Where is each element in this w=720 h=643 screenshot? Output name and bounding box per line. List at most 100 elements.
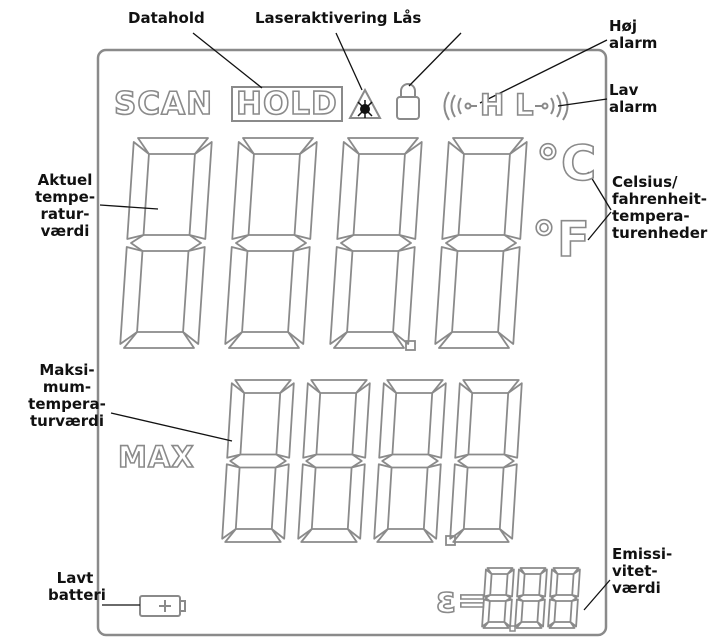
segment-g <box>550 594 578 602</box>
max-temperature-digits <box>221 379 523 543</box>
low-alarm-letter: L <box>514 87 535 123</box>
segment-d <box>376 528 434 543</box>
segment-f <box>454 382 474 459</box>
epsilon-label: ε= <box>435 579 489 622</box>
segment-d <box>333 331 405 349</box>
segment-e <box>449 463 469 540</box>
segment-b <box>538 568 548 598</box>
callout-laser-lock: Laseraktivering Lås <box>255 9 422 27</box>
max-digit-2 <box>297 379 371 543</box>
low-alarm-icon <box>535 91 569 121</box>
segment-b <box>427 382 447 459</box>
segment-c <box>287 246 311 345</box>
segment-d <box>452 528 510 543</box>
segment-g <box>517 594 545 602</box>
segment-b <box>351 382 371 459</box>
battery-icon <box>139 595 186 617</box>
segment-e <box>119 246 144 345</box>
high-alarm-icon <box>443 91 477 121</box>
max-decimal-point <box>445 535 456 546</box>
segment-c <box>182 246 206 345</box>
max-digit-3 <box>373 379 447 543</box>
segment-e <box>297 463 317 540</box>
segment-d <box>123 331 195 349</box>
max-label: MAX <box>117 439 195 475</box>
emissivity-digit-1 <box>481 567 515 629</box>
segment-f <box>378 382 398 459</box>
lock-icon <box>396 83 420 120</box>
segment-f <box>441 141 465 240</box>
laser-icon <box>348 87 382 119</box>
segment-b <box>571 568 581 598</box>
segment-e <box>514 598 524 628</box>
lcd-frame <box>96 48 608 637</box>
segment-d <box>228 331 300 349</box>
callout-low-alarm: Lav alarm <box>609 81 658 116</box>
segment-b <box>188 141 213 240</box>
segment-f <box>126 141 150 240</box>
segment-e <box>373 463 393 540</box>
main-digit-2 <box>224 137 318 349</box>
segment-b <box>293 141 318 240</box>
segment-e <box>329 246 354 345</box>
emissivity-decimal-point <box>509 625 516 632</box>
segment-f <box>226 382 246 459</box>
max-digit-4 <box>449 379 523 543</box>
emissivity-digit-2 <box>514 567 548 629</box>
segment-f <box>231 141 255 240</box>
hold-box <box>231 86 343 122</box>
segment-g <box>381 453 439 469</box>
segment-f <box>336 141 360 240</box>
segment-e <box>547 598 557 628</box>
hold-label: HOLD <box>235 85 338 123</box>
emissivity-digits <box>481 567 581 629</box>
max-digit-1 <box>221 379 295 543</box>
leader-lines <box>99 32 612 611</box>
segment-c <box>346 463 366 540</box>
segment-g <box>445 234 517 252</box>
segment-g <box>340 234 412 252</box>
segment-f <box>302 382 322 459</box>
segment-c <box>422 463 442 540</box>
segment-c <box>497 246 521 345</box>
segment-d <box>300 528 358 543</box>
high-alarm-letter: H <box>479 87 506 123</box>
segment-g <box>235 234 307 252</box>
callout-current-temperature: Aktuel tempe- ratur- værdi <box>34 171 96 240</box>
segment-f <box>516 568 526 598</box>
main-digit-3 <box>329 137 423 349</box>
callout-units: Celsius/ fahrenheit- tempera- turenheder <box>612 173 708 242</box>
segment-g <box>130 234 202 252</box>
emissivity-digit-3 <box>547 567 581 629</box>
segment-g <box>305 453 363 469</box>
callout-emissivity: Emissi- vitet- værdi <box>612 545 673 597</box>
fahrenheit-unit: °F <box>531 211 591 269</box>
segment-d <box>224 528 282 543</box>
segment-b <box>503 382 523 459</box>
callout-max-temperature: Maksi- mum- tempera- turværdi <box>28 361 106 430</box>
main-digit-1 <box>119 137 213 349</box>
segment-c <box>270 463 290 540</box>
segment-g <box>457 453 515 469</box>
segment-d <box>438 331 510 349</box>
callout-high-alarm: Høj alarm <box>609 17 658 52</box>
main-temperature-digits <box>119 137 528 349</box>
segment-e <box>224 246 249 345</box>
segment-b <box>503 141 528 240</box>
segment-b <box>275 382 295 459</box>
segment-f <box>549 568 559 598</box>
callout-low-battery: Lavt batteri <box>48 569 106 604</box>
segment-b <box>398 141 423 240</box>
scan-label: SCAN <box>113 85 214 123</box>
segment-c <box>392 246 416 345</box>
main-decimal-point <box>405 340 416 351</box>
celsius-unit: °C <box>535 135 598 193</box>
segment-g <box>484 594 512 602</box>
segment-c <box>498 463 518 540</box>
callout-datahold: Datahold <box>128 9 205 27</box>
main-digit-4 <box>434 137 528 349</box>
segment-b <box>505 568 515 598</box>
segment-e <box>434 246 459 345</box>
segment-g <box>229 453 287 469</box>
